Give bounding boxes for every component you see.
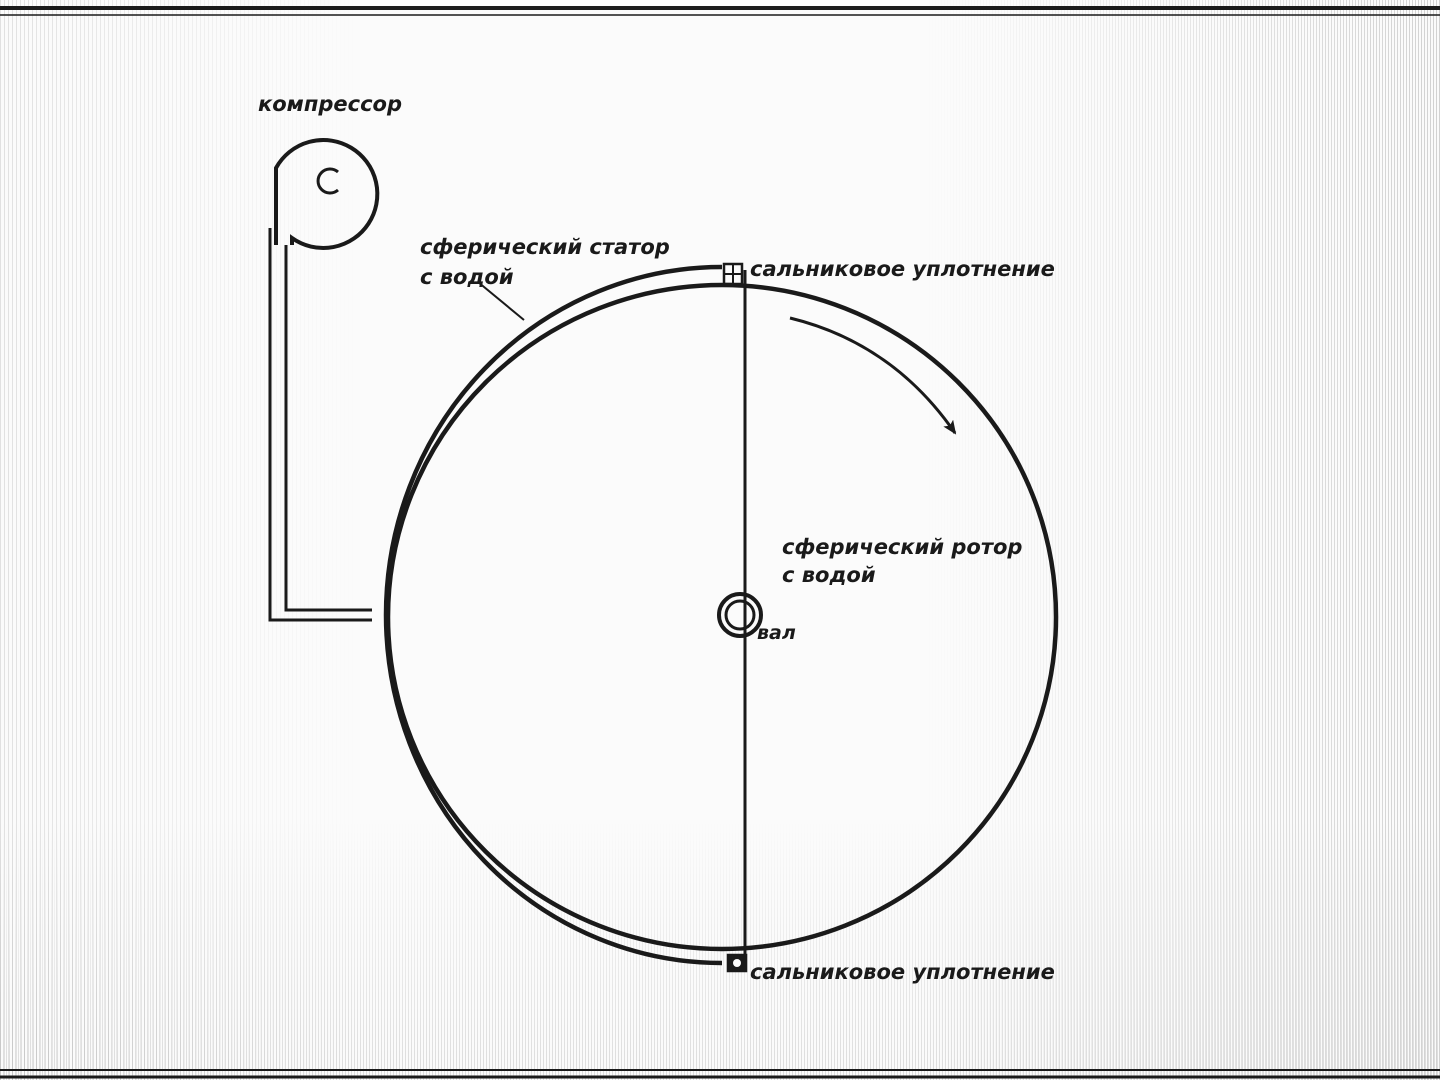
rotation-arrow [789, 316, 957, 435]
seal-bottom-symbol [726, 953, 748, 973]
stator-shell [383, 264, 723, 966]
label-compressor: компрессор [258, 92, 402, 116]
label-rotor-line2: с водой [782, 563, 876, 587]
label-seal-top: сальниковое уплотнение [750, 257, 1055, 281]
compressor-symbol [274, 138, 380, 250]
stator-leader-line [477, 281, 525, 321]
label-seal-bottom: сальниковое уплотнение [750, 960, 1055, 984]
page-frame [0, 6, 1440, 1079]
label-stator-line1: сферический статор [420, 235, 670, 259]
shaft-hub [717, 592, 763, 638]
rotor-sphere [385, 282, 1059, 952]
label-stator-line2: с водой [420, 265, 514, 289]
label-rotor-line1: сферический ротор [782, 535, 1022, 559]
label-shaft: вал [757, 622, 796, 644]
air-pipe [268, 228, 372, 622]
seal-top-symbol [722, 262, 744, 286]
